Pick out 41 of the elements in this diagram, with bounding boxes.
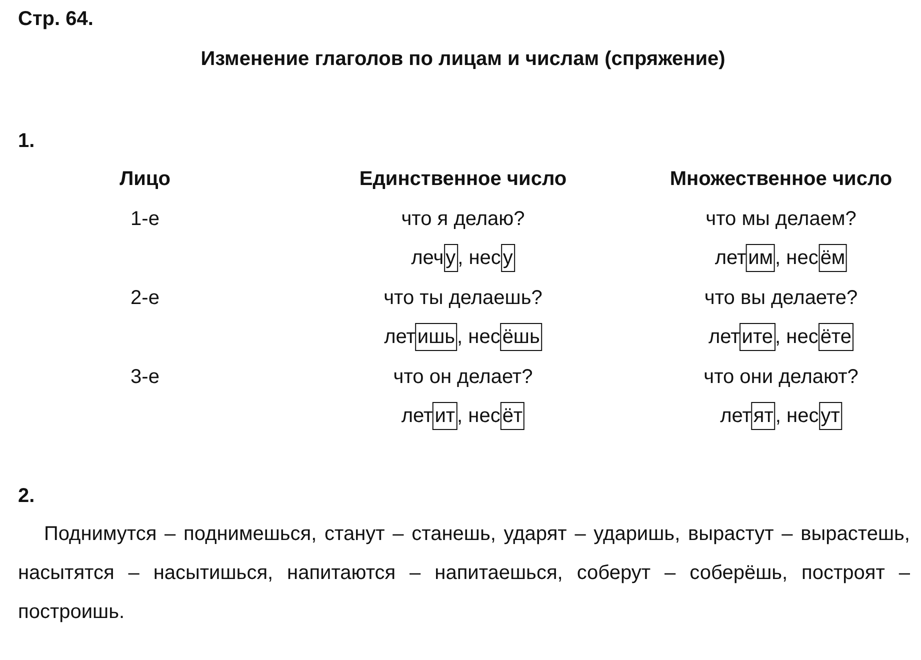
person-label: 1-е	[130, 208, 160, 231]
verb-stem: лет	[384, 326, 416, 348]
question-text: что ты делаешь?	[384, 287, 542, 310]
exercise-number: 1.	[18, 130, 35, 153]
verb-stem: , нес	[775, 326, 818, 348]
question-text: что он делает?	[393, 366, 533, 389]
page-title: Изменение глаголов по лицам и числам (спряжение)	[200, 48, 726, 71]
verb-ending: ёте	[818, 323, 854, 351]
verb-stem: лет	[401, 404, 433, 428]
verb-ending: им	[746, 244, 776, 272]
exercise-number: 2.	[18, 485, 35, 508]
person-label: 2-е	[130, 287, 160, 310]
verb-ending: у	[444, 244, 458, 272]
verb-ending: ёшь	[500, 323, 542, 351]
person-label: 3-е	[130, 366, 160, 389]
verb-ending: ёт	[500, 402, 525, 430]
verb-stem: лет	[714, 246, 746, 270]
page-number: Стр. 64.	[18, 8, 94, 31]
question-text: что я делаю?	[401, 208, 525, 231]
column-header: Единственное число	[359, 168, 567, 191]
verb-stem: , нес	[457, 404, 500, 428]
column-header: Лицо	[120, 168, 170, 191]
verb-stem: , нес	[775, 246, 818, 270]
verb-ending: ём	[818, 244, 848, 272]
verb-stem: леч	[411, 246, 444, 270]
question-text: что вы делаете?	[704, 287, 858, 310]
column-header: Множественное число	[670, 168, 892, 191]
verb-stem: , нес	[775, 404, 819, 428]
verb-ending: ите	[740, 323, 776, 351]
verb-ending: ут	[818, 402, 842, 430]
question-text: что мы делаем?	[706, 208, 856, 231]
verb-ending: ит	[432, 402, 458, 430]
verb-stem: , нес	[457, 326, 500, 348]
verb-stem: лет	[708, 326, 740, 348]
verb-ending: у	[500, 244, 515, 272]
verb-stem: , нес	[458, 246, 501, 270]
question-text: что они делают?	[704, 366, 858, 389]
answer-paragraph: Поднимутся – поднимешься, станут – станешь, ударят – ударишь, вырастут – вырастешь, насытятся – насытишься, напитаются – напитаешься, соберут – соберёшь, построят – построишь.	[18, 522, 910, 625]
verb-ending: ят	[751, 402, 776, 430]
verb-ending: ишь	[415, 323, 458, 351]
verb-stem: лет	[720, 404, 752, 428]
